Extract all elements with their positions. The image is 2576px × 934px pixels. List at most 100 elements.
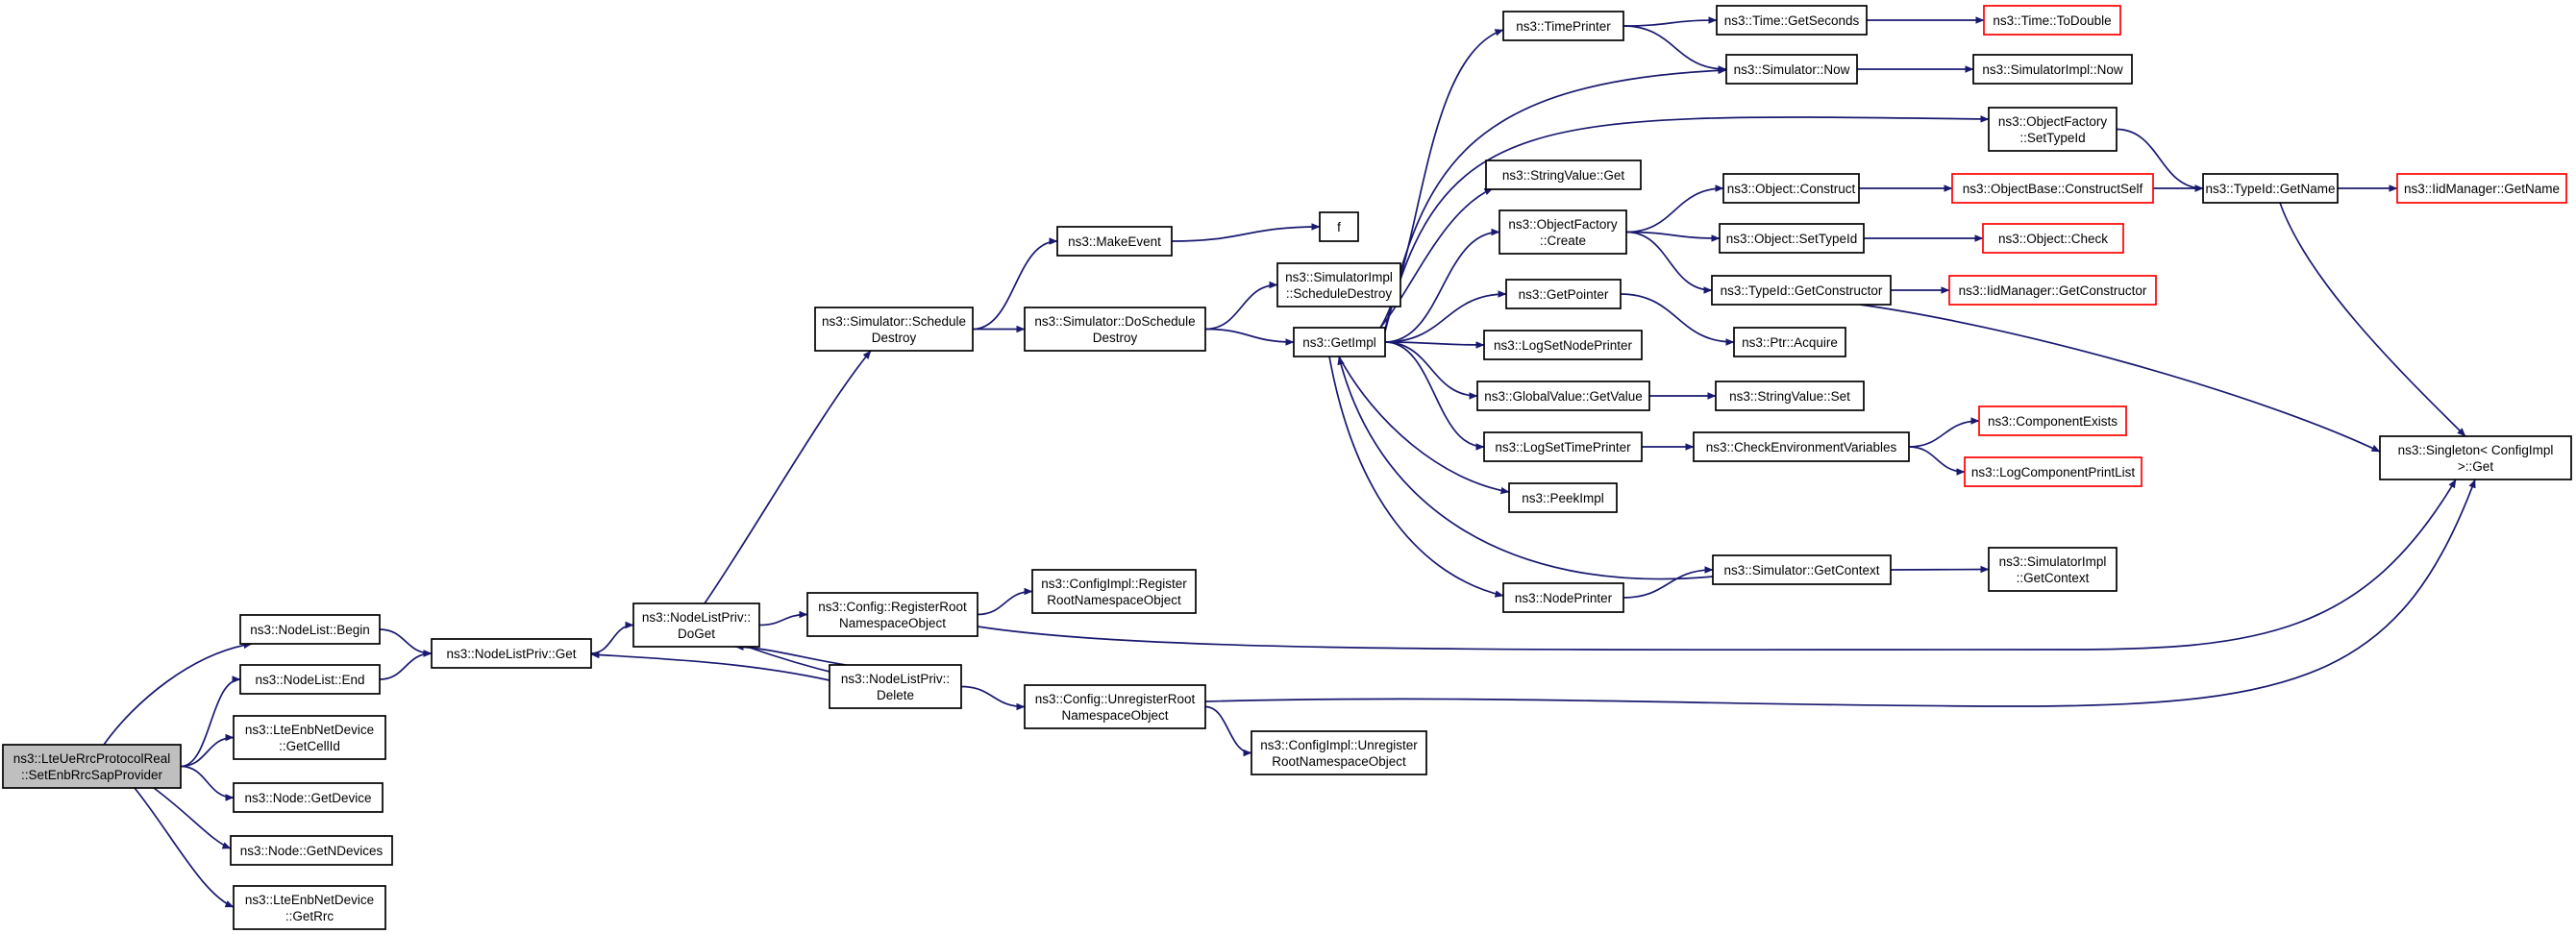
node-box (1693, 431, 1910, 462)
node-cfgimpl-register[interactable]: ns3::ConfigImpl::RegisterRootNamespaceOb… (1031, 569, 1197, 614)
node-label: DoGet (678, 627, 715, 641)
node-box (829, 664, 962, 709)
node-logsettimeprinter[interactable]: ns3::LogSetTimePrinter (1483, 431, 1643, 462)
node-logsetnodeprinter[interactable]: ns3::LogSetNodePrinter (1483, 330, 1643, 360)
edge-getimpl-to-logsettimeprinter (1384, 341, 1485, 451)
node-sim-now[interactable]: ns3::Simulator::Now (1725, 54, 1858, 85)
edge-timeprinter-to-sim-now (1622, 25, 1727, 73)
node-root[interactable]: ns3::LteUeRrcProtocolReal::SetEnbRrcSapP… (2, 744, 182, 789)
node-nodelist-begin[interactable]: ns3::NodeList::Begin (239, 614, 381, 645)
node-lteenb-getcellid[interactable]: ns3::LteEnbNetDevice::GetCellId (233, 715, 386, 760)
node-box (1502, 582, 1624, 613)
node-box (1712, 554, 1892, 585)
node-ptr-acquire[interactable]: ns3::Ptr::Acquire (1733, 327, 1846, 357)
node-nlp-delete[interactable]: ns3::NodeListPriv::Delete (829, 664, 962, 709)
node-box (1276, 262, 1401, 307)
node-singleton-get[interactable]: ns3::Singleton< ConfigImpl >::Get (2379, 435, 2572, 480)
node-sim-schedule-destroy[interactable]: ns3::Simulator::ScheduleDestroy (814, 307, 974, 352)
node-label: ns3::TypeId::GetName (2205, 182, 2335, 196)
node-object-settypeid[interactable]: ns3::Object::SetTypeId (1719, 223, 1865, 254)
edge-nlp-doget-to-sim-schedule-destroy (704, 350, 872, 604)
node-objfactory-settypeid[interactable]: ns3::ObjectFactory::SetTypeId (1988, 107, 2118, 152)
node-nodeprinter[interactable]: ns3::NodePrinter (1502, 582, 1624, 613)
node-label: ns3::ObjectFactory (1508, 217, 1618, 232)
graph-nodes: ns3::LteUeRrcProtocolReal::SetEnbRrcSapP… (2, 5, 2572, 930)
edge-sim-getcontext-to-getimpl (1337, 356, 1714, 580)
node-node-getdevice[interactable]: ns3::Node::GetDevice (233, 782, 384, 813)
edge-typeid-getconstructor-to-singleton-get (1859, 304, 2381, 453)
node-simimpl-now[interactable]: ns3::SimulatorImpl::Now (1972, 54, 2133, 85)
node-object-check[interactable]: ns3::Object::Check (1982, 223, 2124, 254)
graph-edges (103, 16, 2476, 908)
node-nlp-doget[interactable]: ns3::NodeListPriv::DoGet (632, 602, 760, 648)
node-stringvalue-set[interactable]: ns3::StringValue::Set (1715, 381, 1865, 411)
node-box (1983, 5, 2121, 36)
node-box (1024, 307, 1206, 352)
node-iidmanager-getconstructor[interactable]: ns3::IidManager::GetConstructor (1948, 275, 2157, 306)
node-box (239, 664, 381, 695)
node-box (1719, 223, 1865, 254)
node-box (1251, 730, 1427, 775)
node-label: ns3::StringValue::Get (1502, 168, 1625, 183)
node-make-event[interactable]: ns3::MakeEvent (1056, 226, 1173, 257)
node-globalvalue-getvalue[interactable]: ns3::GlobalValue::GetValue (1476, 381, 1650, 411)
node-box (1725, 54, 1858, 85)
node-box (1502, 11, 1624, 41)
node-node-getndevices[interactable]: ns3::Node::GetNDevices (230, 835, 393, 866)
edge-nlp-delete-to-cfg-unregister (960, 685, 1026, 711)
node-label: ns3::PeekImpl (1522, 491, 1604, 505)
node-peekimpl[interactable]: ns3::PeekImpl (1508, 482, 1618, 513)
node-object-construct[interactable]: ns3::Object::Construct (1722, 173, 1860, 204)
node-nlp-get[interactable]: ns3::NodeListPriv::Get (431, 638, 592, 669)
node-time-todouble[interactable]: ns3::Time::ToDouble (1983, 5, 2121, 36)
edge-getimpl-to-logsetnodeprinter (1384, 341, 1485, 349)
node-label: ns3::ComponentExists (1988, 414, 2118, 429)
node-label: ::Create (1540, 234, 1586, 248)
node-label: ::GetContext (2017, 571, 2090, 585)
node-componentexists[interactable]: ns3::ComponentExists (1978, 406, 2127, 436)
node-nodelist-end[interactable]: ns3::NodeList::End (239, 664, 381, 695)
node-iidmanager-getname[interactable]: ns3::IidManager::GetName (2396, 173, 2567, 204)
edge-objfactory-settypeid-to-typeid-getname (2116, 128, 2204, 192)
node-box (1505, 279, 1622, 309)
node-typeid-getname[interactable]: ns3::TypeId::GetName (2202, 173, 2339, 204)
node-stringvalue-get[interactable]: ns3::StringValue::Get (1485, 160, 1642, 190)
node-time-getseconds[interactable]: ns3::Time::GetSeconds (1716, 5, 1868, 36)
node-logcomponentprintlist[interactable]: ns3::LogComponentPrintList (1964, 456, 2143, 487)
node-label: ns3::ObjectFactory (1998, 114, 2108, 129)
node-getimpl[interactable]: ns3::GetImpl (1293, 327, 1386, 357)
node-objfactory-create[interactable]: ns3::ObjectFactory::Create (1499, 209, 1627, 255)
node-label: ns3::ConfigImpl::Register (1041, 577, 1187, 591)
node-sim-getcontext[interactable]: ns3::Simulator::GetContext (1712, 554, 1892, 585)
node-lteenb-getrrc[interactable]: ns3::LteEnbNetDevice::GetRrc (233, 885, 386, 930)
node-label: ns3::ObjectBase::ConstructSelf (1963, 182, 2143, 196)
edge-nlp-delete-to-nlp-doget (734, 643, 847, 666)
node-label: ns3::LogComponentPrintList (1971, 465, 2136, 479)
node-label: ns3::Simulator::DoSchedule (1034, 314, 1195, 329)
node-box (1982, 223, 2124, 254)
edge-check-env-to-logcomponentprintlist (1908, 446, 1966, 476)
node-objbase-constructself[interactable]: ns3::ObjectBase::ConstructSelf (1951, 173, 2154, 204)
node-check-env[interactable]: ns3::CheckEnvironmentVariables (1693, 431, 1910, 462)
node-f[interactable]: f (1319, 211, 1359, 242)
node-label: ns3::IidManager::GetConstructor (1959, 283, 2147, 298)
node-label: ns3::IidManager::GetName (2404, 182, 2560, 196)
edge-sim-doschedule-destroy-to-simimpl-schedule-destroy (1204, 281, 1278, 331)
node-box (233, 885, 386, 930)
node-getpointer[interactable]: ns3::GetPointer (1505, 279, 1622, 309)
node-label: Destroy (1093, 331, 1138, 345)
node-box (233, 715, 386, 760)
node-cfgimpl-unregister[interactable]: ns3::ConfigImpl::UnregisterRootNamespace… (1251, 730, 1427, 775)
node-cfg-unregister[interactable]: ns3::Config::UnregisterRootNamespaceObje… (1024, 684, 1206, 729)
edge-cfg-register-to-cfgimpl-register (977, 587, 1033, 616)
node-label: ns3::NodePrinter (1515, 591, 1613, 605)
node-simimpl-getcontext[interactable]: ns3::SimulatorImpl::GetContext (1988, 547, 2118, 592)
node-typeid-getconstructor[interactable]: ns3::TypeId::GetConstructor (1711, 275, 1892, 306)
edge-check-env-to-componentexists (1908, 417, 1980, 448)
edge-sim-schedule-destroy-to-make-event (972, 237, 1058, 331)
node-simimpl-schedule-destroy[interactable]: ns3::SimulatorImpl::ScheduleDestroy (1276, 262, 1401, 307)
node-timeprinter[interactable]: ns3::TimePrinter (1502, 11, 1624, 41)
